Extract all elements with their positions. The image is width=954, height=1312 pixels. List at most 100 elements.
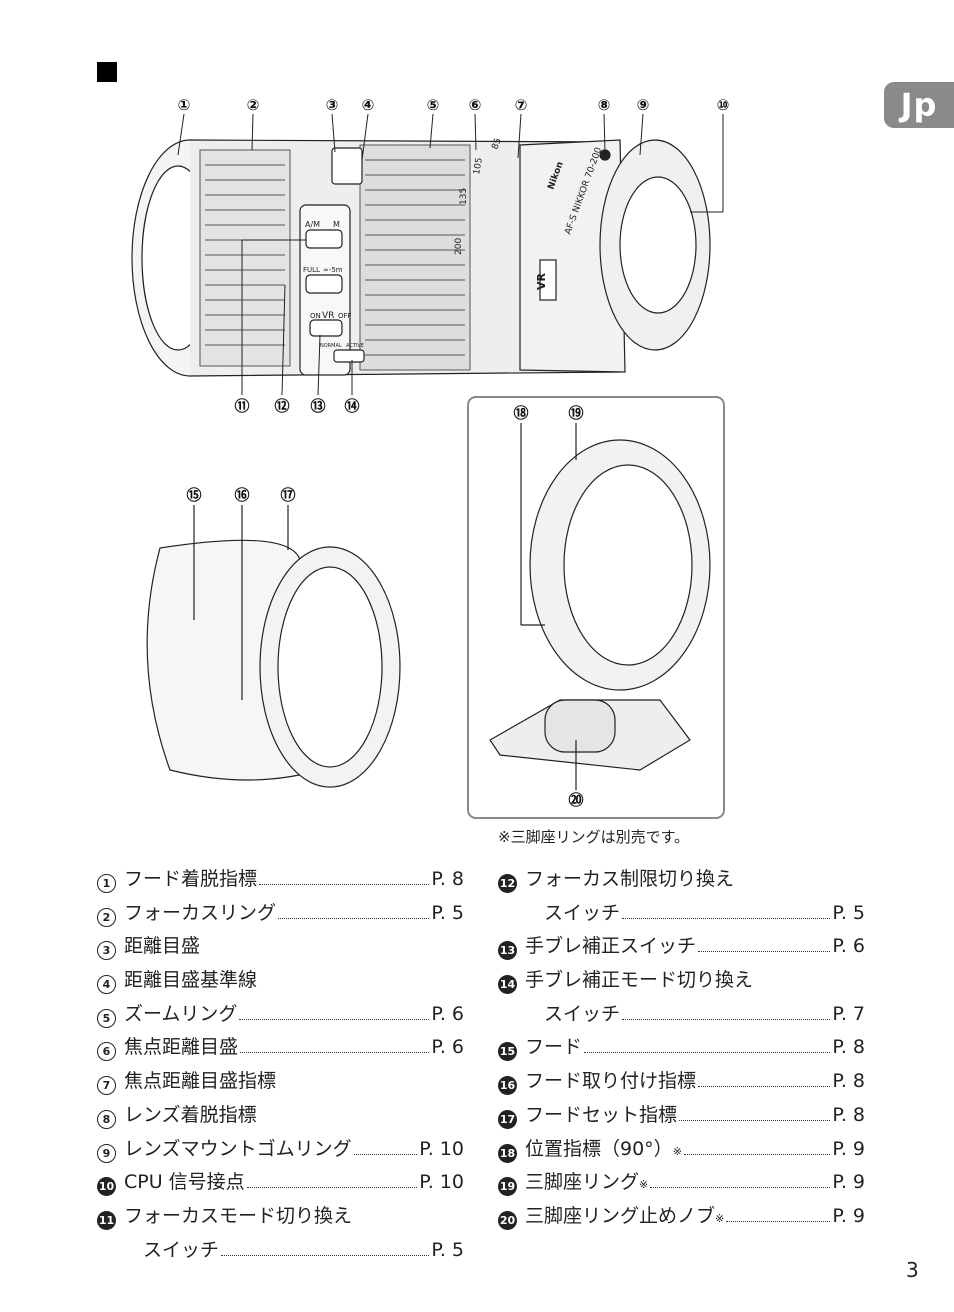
list-item-continuation: スイッチ P. 5 (97, 1234, 464, 1268)
asterisk-mark: ※ (639, 1178, 649, 1192)
item-label: 距離目盛 (124, 935, 201, 958)
callout-20: ⑳ (568, 791, 583, 809)
list-item: 7 焦点距離目盛指標 (97, 1065, 464, 1099)
item-label: レンズマウントゴムリング (124, 1137, 352, 1160)
parts-list-left: 1 フード着脱指標 P. 8 2 フォーカスリング P. 5 3 距離目盛 4 … (97, 863, 464, 1267)
list-item: 13 手ブレ補正スイッチ P. 6 (498, 930, 865, 964)
section-marker (97, 62, 117, 82)
item-number: 4 (97, 975, 116, 995)
item-number: 17 (498, 1109, 517, 1129)
item-number: 5 (97, 1008, 116, 1028)
callout-14: ⑭ (344, 397, 359, 415)
list-item: 17 フードセット指標 P. 8 (498, 1099, 865, 1133)
item-label: フードセット指標 (525, 1103, 678, 1126)
item-page: P. 8 (832, 1036, 865, 1059)
list-item-continuation: スイッチ P. 7 (498, 998, 865, 1032)
item-label: 手ブレ補正スイッチ (525, 935, 697, 958)
item-label: フード着脱指標 (124, 868, 258, 890)
item-page: P. 9 (832, 1137, 865, 1160)
callout-4: ④ (362, 96, 375, 114)
item-page: P. 6 (431, 1002, 464, 1025)
list-item: 1 フード着脱指標 P. 8 (97, 863, 464, 897)
item-page: P. 8 (832, 1070, 865, 1093)
callout-5: ⑤ (427, 96, 440, 114)
lens-parts-diagram: Nikon AF-S NIKKOR 70-200 VR 200 135 105 … (131, 96, 730, 819)
item-label: 位置指標（90°） (525, 1137, 673, 1160)
item-page: P. 7 (832, 1002, 865, 1025)
asterisk-mark: ※ (672, 1144, 682, 1158)
item-number: 8 (97, 1109, 116, 1129)
item-number: 12 (498, 874, 517, 893)
item-label: 三脚座リング止めノブ (525, 1204, 716, 1227)
item-page: P. 10 (419, 1137, 464, 1160)
item-page: P. 5 (431, 901, 464, 924)
asterisk-mark: ※ (715, 1211, 725, 1225)
hood-illustration (146, 505, 401, 788)
item-page: P. 5 (431, 1238, 464, 1261)
item-label: フォーカスリング (124, 901, 277, 924)
switch-vr-off: OFF (338, 312, 352, 320)
list-item: 6 焦点距離目盛 P. 6 (97, 1031, 464, 1065)
item-label: 焦点距離目盛 (124, 1036, 239, 1059)
callout-9: ⑨ (637, 96, 650, 114)
list-item-continuation: スイッチ P. 5 (498, 897, 865, 931)
list-item: 14 手ブレ補正モード切り換え (498, 964, 865, 998)
item-label: フォーカス制限切り換え (525, 868, 735, 890)
item-number: 7 (97, 1076, 116, 1096)
item-number: 20 (498, 1210, 517, 1230)
list-item: 4 距離目盛基準線 (97, 964, 464, 998)
item-label: フード (525, 1036, 583, 1059)
lens-illustration (131, 139, 711, 377)
item-label: 三脚座リング (525, 1171, 640, 1194)
callout-7: ⑦ (515, 96, 528, 114)
list-item: 8 レンズ着脱指標 (97, 1099, 464, 1133)
list-item: 16 フード取り付け指標 P. 8 (498, 1065, 865, 1099)
item-label: 距離目盛基準線 (124, 969, 258, 992)
item-label: フォーカスモード切り換え (124, 1204, 353, 1227)
item-number: 3 (97, 941, 116, 961)
callout-1: ① (178, 96, 191, 114)
item-number: 10 (97, 1177, 116, 1197)
item-label: 手ブレ補正モード切り換え (525, 969, 754, 992)
list-item: 15 フード P. 8 (498, 1031, 865, 1065)
item-number: 13 (498, 941, 517, 961)
list-item: 3 距離目盛 (97, 930, 464, 964)
list-item: 2 フォーカスリング P. 5 (97, 897, 464, 931)
switch-limit-5m: ∞-5m (323, 266, 343, 274)
item-page: P. 6 (832, 935, 865, 958)
item-page: P. 8 (431, 868, 464, 890)
item-page: P. 10 (419, 1171, 464, 1194)
zoom-scale-200: 200 (454, 238, 464, 255)
callout-8: ⑧ (598, 96, 611, 114)
tripod-collar-illustration (489, 423, 711, 790)
item-label: ズームリング (124, 1002, 238, 1025)
item-number: 11 (97, 1210, 116, 1230)
item-number: 15 (498, 1042, 517, 1062)
callout-6: ⑥ (469, 96, 482, 114)
item-label: フード取り付け指標 (525, 1070, 697, 1093)
item-label: スイッチ (143, 1238, 220, 1261)
switch-limit-full: FULL (303, 266, 320, 274)
callout-10: ⑩ (717, 96, 730, 114)
list-item: 20 三脚座リング止めノブ※ P. 9 (498, 1200, 865, 1234)
callout-11: ⑪ (234, 397, 249, 415)
list-item: 10 CPU 信号接点 P. 10 (97, 1166, 464, 1200)
item-number: 9 (97, 1143, 116, 1163)
vr-badge-text: VR (535, 272, 548, 290)
parts-list-right: 12 フォーカス制限切り換え スイッチ P. 5 13 手ブレ補正スイッチ P.… (498, 863, 865, 1234)
callout-12: ⑫ (274, 397, 289, 415)
callout-2: ② (247, 96, 260, 114)
item-label: 焦点距離目盛指標 (124, 1070, 277, 1093)
list-item: 5 ズームリング P. 6 (97, 998, 464, 1032)
callout-16: ⑯ (234, 486, 249, 504)
callout-13: ⑬ (310, 397, 325, 415)
switch-mode-normal: NORMAL (320, 343, 342, 349)
item-number: 2 (97, 907, 116, 927)
tripod-note: ※三脚座リングは別売です。 (498, 828, 690, 846)
language-tab: Jp (884, 82, 954, 128)
zoom-scale-85: 85 (490, 137, 503, 151)
item-page: P. 5 (832, 901, 865, 924)
item-page: P. 8 (832, 1103, 865, 1126)
zoom-scale-135: 135 (459, 188, 469, 205)
item-label: CPU 信号接点 (124, 1171, 245, 1194)
